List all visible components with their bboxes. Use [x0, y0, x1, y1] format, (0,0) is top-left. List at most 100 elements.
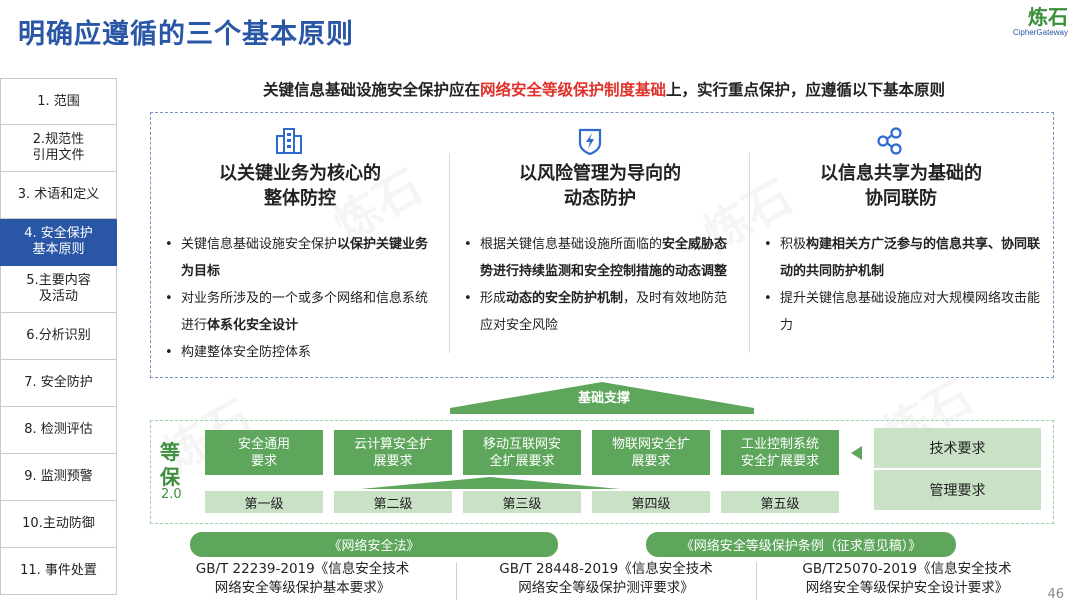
standard-divider — [756, 562, 757, 600]
bullet-item: 积极构建相关方广泛参与的信息共享、协同联动的共同防护机制 — [758, 231, 1042, 285]
support-arrow — [450, 382, 754, 414]
bullet-text: 构建整体安全防控体系 — [181, 345, 312, 360]
sidebar-item-label: 6.分析识别 — [26, 328, 91, 343]
title-line: 动态防护 — [564, 188, 636, 209]
standard-text: GB/T25070-2019《信息安全技术网络安全等级保护安全设计要求》 — [757, 560, 1057, 598]
bullet-bold: 构建相关方广泛参与的信息共享、协同联动的共同防护机制 — [780, 237, 1041, 279]
standard-line: 网络安全等级保护测评要求》 — [518, 580, 694, 596]
dengbao-panel — [150, 420, 1054, 524]
bullet-bold: 以保护关键业务为目标 — [181, 237, 429, 279]
principle-headline: 关键信息基础设施安全保护应在网络安全等级保护制度基础上，实行重点保护，应遵循以下… — [128, 78, 1080, 100]
sidebar-item-label: 10.主动防御 — [22, 516, 95, 531]
bullet-item: 提升关键信息基础设施应对大规模网络攻击能力 — [758, 285, 1042, 339]
dengbao-version: 2.0 — [161, 487, 182, 502]
sidebar-item-label: 2.规范性 引用文件 — [32, 132, 85, 163]
building-icon — [275, 127, 303, 155]
title-line: 以关键业务为核心的 — [219, 163, 381, 184]
level-box: 第四级 — [592, 491, 710, 513]
sidebar-item-label: 3. 术语和定义 — [17, 187, 100, 202]
bullet-text: 根据关键信息基础设施所面临的 — [480, 237, 663, 252]
page-title: 明确应遵循的三个基本原则 — [18, 19, 354, 50]
title-line: 以风险管理为导向的 — [519, 163, 681, 184]
bullet-item: 关键信息基础设施安全保护以保护关键业务为目标 — [159, 231, 439, 285]
sidebar-item-label: 1. 范围 — [37, 93, 80, 109]
requirement-label: 物联网安全扩 展要求 — [611, 436, 690, 469]
page-number: 46 — [1047, 587, 1064, 602]
column-divider — [749, 153, 750, 353]
headline-highlight: 网络安全等级保护制度基础 — [479, 81, 666, 99]
bullet-text: 积极 — [780, 237, 807, 252]
standard-line: 网络安全等级保护安全设计要求》 — [805, 580, 1009, 596]
bullet-item: 形成动态的安全防护机制，及时有效地防范应对安全风险 — [458, 285, 740, 339]
bullet-item: 对业务所涉及的一个或多个网络和信息系统进行体系化安全设计 — [159, 285, 439, 339]
support-label: 基础支撑 — [577, 391, 630, 406]
title-line: 以信息共享为基础的 — [820, 163, 982, 184]
bullet-text: ，及时有效地防范应对安全风险 — [480, 291, 728, 333]
dengbao-char: 等 — [160, 440, 180, 464]
headline-pre: 关键信息基础设施安全保护应在 — [262, 81, 480, 99]
standard-line: 网络安全等级保护基本要求》 — [214, 580, 391, 596]
sidebar-item-label: 7. 安全防护 — [24, 375, 93, 390]
bullet-bold: 安全威胁态势进行持续监测和安全控制措施的动态调整 — [480, 237, 728, 279]
law-pill: 《网络安全法》 — [190, 532, 558, 557]
requirement-label: 移动互联网安 全扩展要求 — [482, 436, 561, 469]
law-pill: 《网络安全等级保护条例（征求意见稿）》 — [646, 532, 956, 557]
sidebar-item-assessment[interactable]: 8. 检测评估 — [0, 407, 117, 454]
shield-bolt-icon — [576, 127, 604, 155]
level-box: 第五级 — [721, 491, 839, 513]
bullet-text: 提升关键信息基础设施应对大规模网络攻击能力 — [780, 291, 1041, 333]
level-box: 第三级 — [463, 491, 581, 513]
sidebar-item-main-content[interactable]: 5.主要内容 及活动 — [0, 266, 117, 313]
sidebar-item-label: 9. 监测预警 — [24, 469, 93, 484]
requirement-label: 云计算安全扩 展要求 — [353, 436, 432, 469]
tech-requirement-box: 技术要求 — [874, 428, 1041, 468]
standard-text: GB/T 22239-2019《信息安全技术网络安全等级保护基本要求》 — [150, 560, 455, 598]
headline-post: 上，实行重点保护，应遵循以下基本原则 — [666, 81, 946, 99]
principle-title: 以信息共享为基础的协同联防 — [750, 161, 1052, 211]
bullet-text: 关键信息基础设施安全保护 — [181, 237, 338, 252]
sidebar-item-analysis[interactable]: 6.分析识别 — [0, 313, 117, 360]
sidebar-item-references[interactable]: 2.规范性 引用文件 — [0, 125, 117, 172]
standard-text: GB/T 28448-2019《信息安全技术网络安全等级保护测评要求》 — [457, 560, 755, 598]
share-icon — [876, 127, 904, 155]
requirement-box: 移动互联网安 全扩展要求 — [463, 430, 581, 475]
sidebar-item-label: 11. 事件处置 — [20, 563, 97, 578]
title-line: 整体防控 — [264, 188, 336, 209]
principle-bullets: 根据关键信息基础设施所面临的安全威胁态势进行持续监测和安全控制措施的动态调整 形… — [458, 231, 740, 339]
sidebar-item-incident[interactable]: 11. 事件处置 — [0, 548, 117, 595]
sidebar-item-active-defense[interactable]: 10.主动防御 — [0, 501, 117, 548]
column-divider — [449, 153, 450, 353]
sidebar-item-label: 4. 安全保护 基本原则 — [24, 226, 93, 257]
requirement-box: 安全通用 要求 — [205, 430, 323, 475]
sidebar-item-monitoring[interactable]: 9. 监测预警 — [0, 454, 117, 501]
logo-main-text: 炼石 — [1028, 5, 1068, 29]
brand-logo: 炼石 CipherGateway — [1013, 6, 1068, 37]
standard-line: GB/T 22239-2019《信息安全技术 — [195, 561, 410, 577]
requirement-box: 工业控制系统 安全扩展要求 — [721, 430, 839, 475]
level-box: 第二级 — [334, 491, 452, 513]
bullet-text: 形成 — [480, 291, 507, 306]
principle-title: 以风险管理为导向的动态防护 — [450, 161, 750, 211]
sidebar-item-principles[interactable]: 4. 安全保护 基本原则 — [0, 219, 117, 266]
bullet-bold: 动态的安全防护机制 — [506, 291, 624, 306]
standard-line: GB/T 28448-2019《信息安全技术 — [499, 561, 713, 577]
sidebar-item-label: 8. 检测评估 — [24, 422, 93, 437]
dengbao-char: 保 — [160, 465, 180, 489]
sidebar-item-protection[interactable]: 7. 安全防护 — [0, 360, 117, 407]
mgmt-requirement-box: 管理要求 — [874, 470, 1041, 510]
left-arrow-icon — [851, 446, 862, 460]
bullet-bold: 体系化安全设计 — [207, 318, 299, 333]
sidebar-item-scope[interactable]: 1. 范围 — [0, 78, 117, 125]
requirement-box: 物联网安全扩 展要求 — [592, 430, 710, 475]
requirement-box: 云计算安全扩 展要求 — [334, 430, 452, 475]
sidebar-item-terms[interactable]: 3. 术语和定义 — [0, 172, 117, 219]
standard-divider — [456, 562, 457, 600]
level-arrow — [360, 477, 620, 489]
bullet-item: 构建整体安全防控体系 — [159, 339, 439, 366]
sidebar-item-label: 5.主要内容 及活动 — [26, 273, 91, 304]
logo-sub-text: CipherGateway — [1012, 28, 1068, 37]
